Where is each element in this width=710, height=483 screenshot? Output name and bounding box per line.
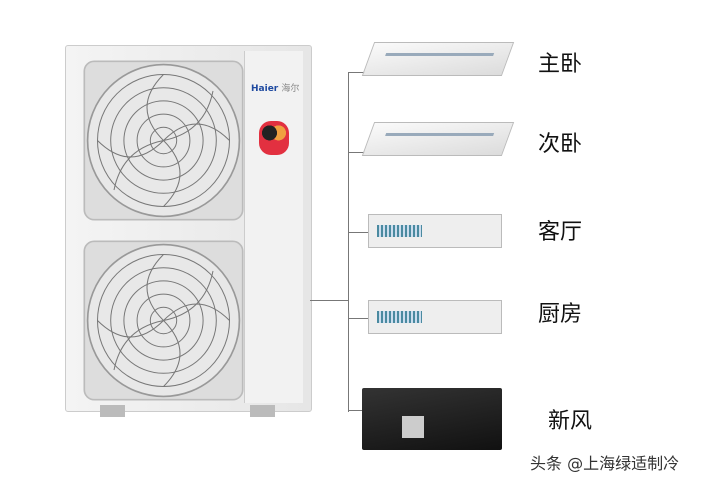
room-label-master-bedroom: 主卧 — [538, 52, 583, 77]
fan-grille-bottom-icon — [83, 240, 244, 401]
pipe-branch — [348, 232, 368, 233]
foot-left — [100, 405, 125, 417]
mascot-logo — [259, 121, 289, 155]
pipe-branch — [348, 152, 368, 153]
room-label-living-room: 客厅 — [538, 220, 583, 245]
pipe-branch — [348, 410, 362, 411]
cassette-unit — [361, 122, 515, 156]
fresh-air-unit — [362, 388, 502, 450]
room-label-kitchen: 厨房 — [538, 302, 583, 327]
brand-logo: Haier 海尔 — [251, 84, 300, 94]
pipe-branch — [348, 318, 368, 319]
side-panel: Haier 海尔 — [244, 51, 303, 403]
ducted-unit — [368, 214, 502, 248]
room-label-fresh-air: 新风 — [548, 409, 593, 434]
ducted-unit — [368, 300, 502, 334]
cassette-unit — [361, 42, 515, 76]
foot-right — [250, 405, 275, 417]
room-label-second-bedroom: 次卧 — [538, 132, 583, 157]
pipe-main — [310, 300, 348, 301]
fan-grille-top-icon — [83, 60, 244, 221]
watermark: 头条 @上海绿适制冷 — [530, 454, 680, 473]
pipe-trunk — [348, 72, 349, 412]
pipe-branch — [348, 72, 368, 73]
outdoor-unit: Haier 海尔 — [65, 45, 312, 412]
